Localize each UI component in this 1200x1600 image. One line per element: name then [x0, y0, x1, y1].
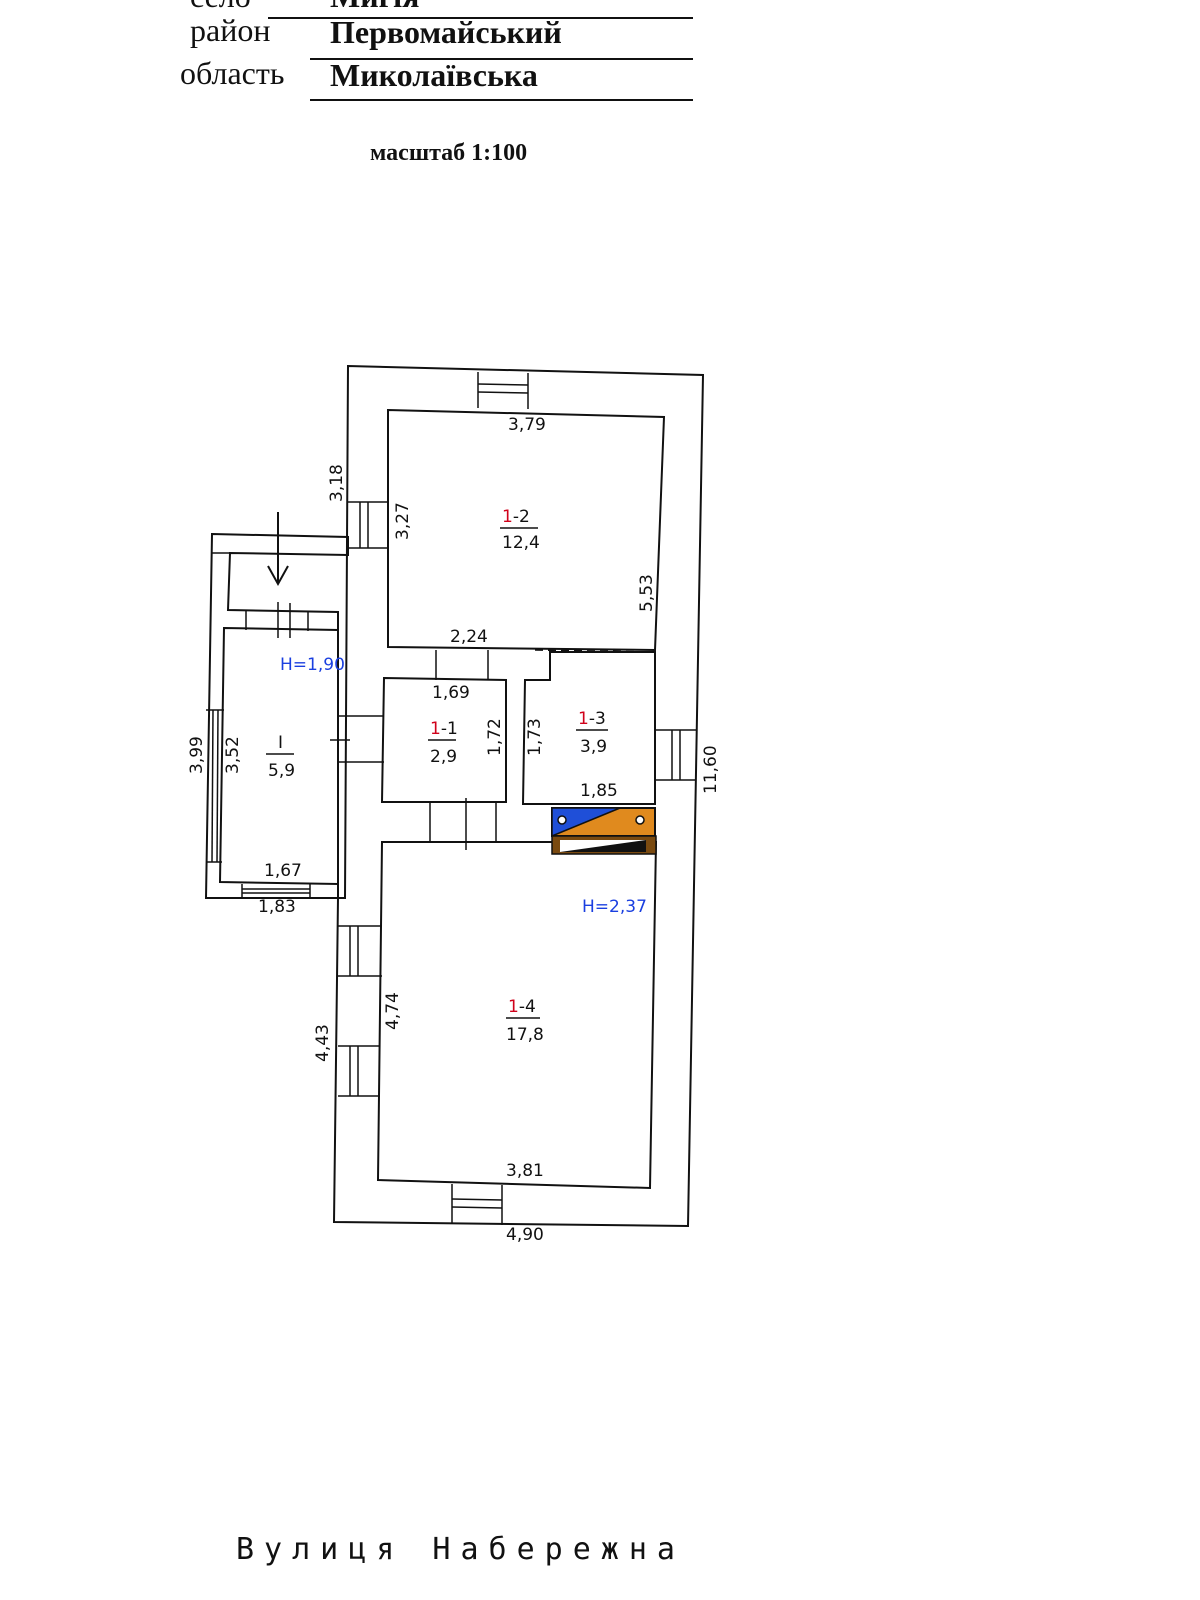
window-left-room14-a: [338, 925, 382, 977]
dim-1-83: 1,83: [258, 897, 296, 917]
dim-3-81: 3,81: [506, 1161, 544, 1181]
selo-underline: [268, 17, 693, 19]
window-annex-left: [206, 709, 224, 863]
dim-2-24: 2,24: [450, 627, 488, 647]
door-11-to-14: [429, 798, 497, 850]
room-area-1-1: 2,9: [430, 747, 457, 767]
room-1-1-outline: [380, 676, 507, 803]
window-left-room14-b: [338, 1045, 380, 1097]
dim-1-69: 1,69: [432, 683, 470, 703]
scale-label: масштаб 1:100: [370, 140, 528, 166]
oblast-value: Миколаївська: [330, 57, 538, 93]
room-label-1-4: 1-4 17,8: [506, 997, 544, 1045]
dim-1-67: 1,67: [264, 861, 302, 881]
svg-text:1-3: 1-3: [578, 709, 606, 729]
address-header: село Мигія район Первомайський область М…: [0, 0, 1200, 180]
svg-text:1-4: 1-4: [508, 997, 536, 1017]
room-I-outline: [218, 626, 339, 886]
entrance-arrow: [267, 512, 289, 587]
dim-5-53: 5,53: [637, 574, 657, 612]
selo-value: Мигія: [330, 0, 419, 15]
room-area-1-2: 12,4: [502, 533, 540, 553]
room-divider-dashed: [534, 649, 656, 653]
height-annex: H=1,90: [280, 655, 345, 675]
dim-3-27: 3,27: [393, 502, 413, 540]
svg-text:1-1: 1-1: [430, 719, 458, 739]
dim-4-43: 4,43: [313, 1024, 333, 1062]
door-annex-to-11: [330, 715, 384, 763]
dim-3-52: 3,52: [223, 736, 243, 774]
raion-underline: [310, 58, 693, 60]
window-bottom: [451, 1184, 503, 1225]
svg-text:1-2: 1-2: [502, 507, 530, 527]
oblast-underline: [310, 99, 693, 101]
window-left-room12: [348, 501, 388, 549]
dim-1-73: 1,73: [525, 718, 545, 756]
dim-4-74: 4,74: [383, 992, 403, 1030]
window-annex-bottom: [241, 884, 311, 898]
window-annex-top: [245, 602, 309, 638]
room-label-1-2: 1-2 12,4: [500, 507, 540, 553]
room-area-1-4: 17,8: [506, 1025, 544, 1045]
room-area-1-3: 3,9: [580, 737, 607, 757]
house-outer-wall: [332, 364, 705, 1228]
room-1-2-outline: [387, 408, 666, 652]
dim-1-85: 1,85: [580, 781, 618, 801]
room-1-3-outline: [521, 651, 656, 805]
window-right: [655, 729, 696, 781]
dim-1-72: 1,72: [485, 718, 505, 756]
street-label: Вулиця Набережна: [236, 1532, 685, 1567]
dim-3-79: 3,79: [508, 415, 546, 435]
height-main: H=2,37: [582, 897, 647, 917]
raion-label: район: [190, 12, 271, 48]
room-label-1-1: 1-1 2,9: [428, 719, 458, 767]
stove-icon: [551, 807, 657, 855]
room-area-I: 5,9: [268, 761, 295, 781]
room-label-I: I 5,9: [266, 733, 295, 781]
dim-4-90: 4,90: [506, 1225, 544, 1245]
dim-3-18: 3,18: [327, 464, 347, 502]
selo-label: село: [190, 0, 251, 15]
door-room12-to-11: [435, 650, 489, 680]
window-top: [477, 372, 529, 409]
oblast-label: область: [180, 55, 285, 91]
room-label-1-3: 1-3 3,9: [576, 709, 608, 757]
svg-text:I: I: [278, 733, 283, 753]
dim-11-60: 11,60: [701, 745, 721, 794]
annex-outer-wall: [204, 532, 349, 899]
dim-3-99: 3,99: [187, 736, 207, 774]
raion-value: Первомайський: [330, 14, 562, 50]
